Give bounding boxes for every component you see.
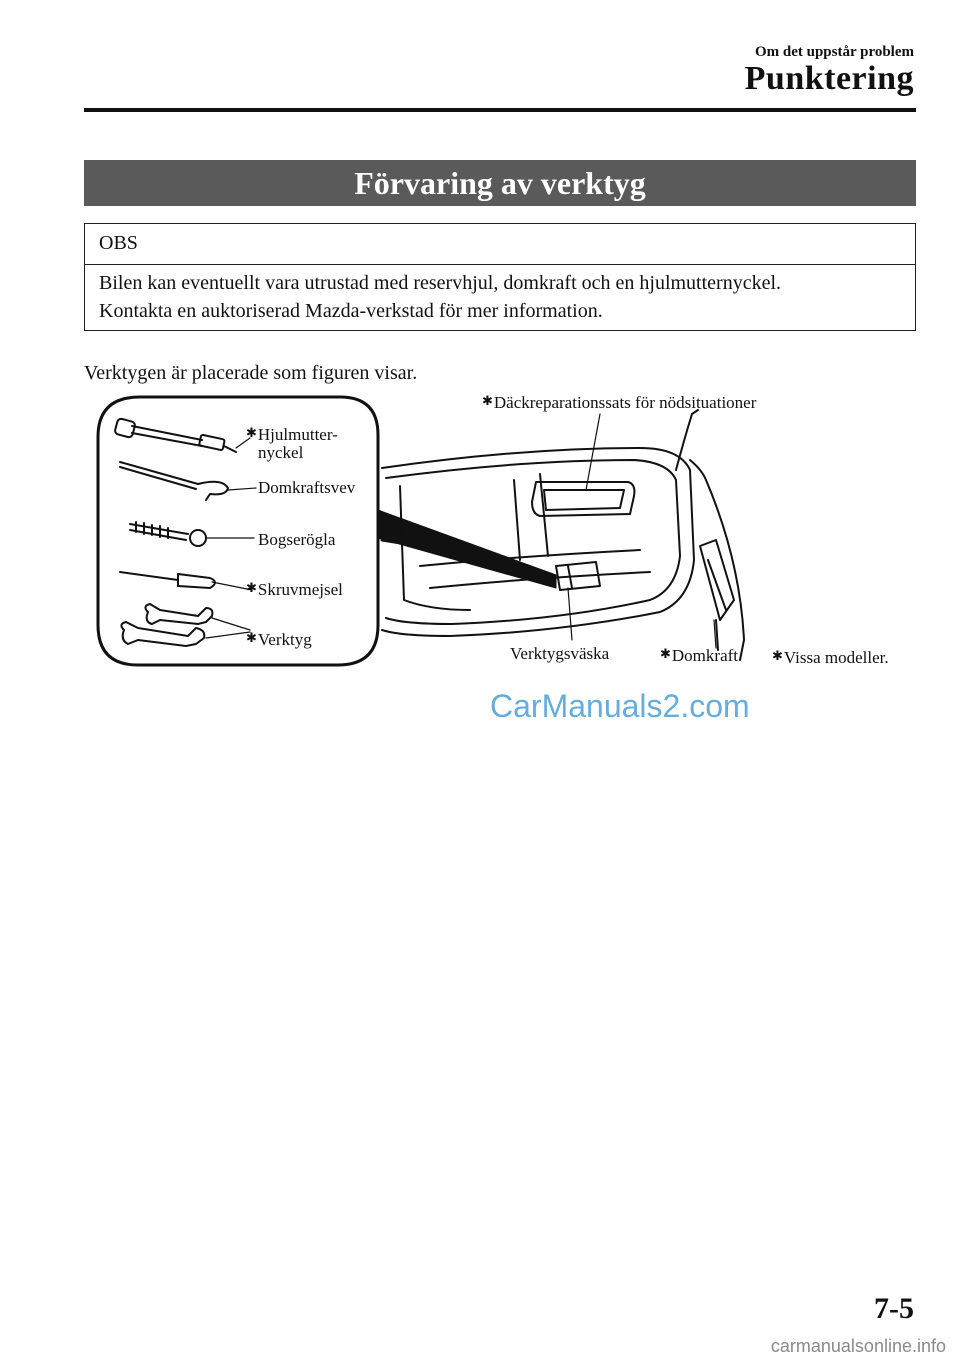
jack-handle-icon [119, 461, 229, 501]
label-wheel-wrench: ✱Hjulmutter-nyckel [246, 425, 338, 462]
label-screwdriver: ✱Skruvmejsel [246, 580, 343, 599]
tools-inset-frame [96, 395, 380, 667]
watermark: CarManuals2.com [490, 688, 750, 724]
page-title: Punktering [744, 60, 914, 97]
label-tool-bag: Verktygsväska [510, 644, 610, 663]
chapter-heading: Om det uppstår problem [754, 44, 914, 60]
note-heading: OBS [99, 232, 138, 254]
label-tow-hook: Bogserögla [258, 530, 336, 549]
header-rule [84, 108, 916, 112]
label-repair-kit: ✱Däckreparationssats för nödsituationer [482, 393, 757, 412]
tool-storage-illustration [96, 395, 745, 667]
marker-icon: ✱ [246, 425, 257, 440]
marker-icon: ✱ [246, 630, 257, 645]
marker-icon: ✱ [660, 646, 671, 661]
section-title: Förvaring av verktyg [84, 160, 916, 206]
note-text-line: Bilen kan eventuellt vara utrustad med r… [99, 272, 782, 294]
note-box: OBS Bilen kan eventuellt vara utrustad m… [84, 223, 916, 331]
trunk-drawing [381, 409, 745, 661]
label-jack: ✱Domkraft [660, 646, 738, 665]
intro-text: Verktygen är placerade som figuren visar… [84, 362, 418, 384]
label-tools: ✱Verktyg [246, 630, 312, 649]
page-number: 7-5 [874, 1292, 914, 1325]
footer-watermark: carmanualsonline.info [770, 1336, 946, 1356]
spanner-icon [120, 603, 214, 647]
note-text-line: Kontakta en auktoriserad Mazda-verkstad … [99, 300, 603, 322]
label-certain-models: ✱Vissa modeller. [772, 648, 889, 667]
tow-hook-icon [129, 521, 207, 547]
marker-icon: ✱ [482, 393, 493, 408]
note-divider [85, 264, 915, 265]
wheel-nut-wrench-icon [114, 417, 237, 453]
screwdriver-icon [119, 571, 216, 589]
marker-icon: ✱ [772, 648, 783, 663]
label-jack-handle: Domkraftsvev [258, 478, 356, 497]
marker-icon: ✱ [246, 580, 257, 595]
